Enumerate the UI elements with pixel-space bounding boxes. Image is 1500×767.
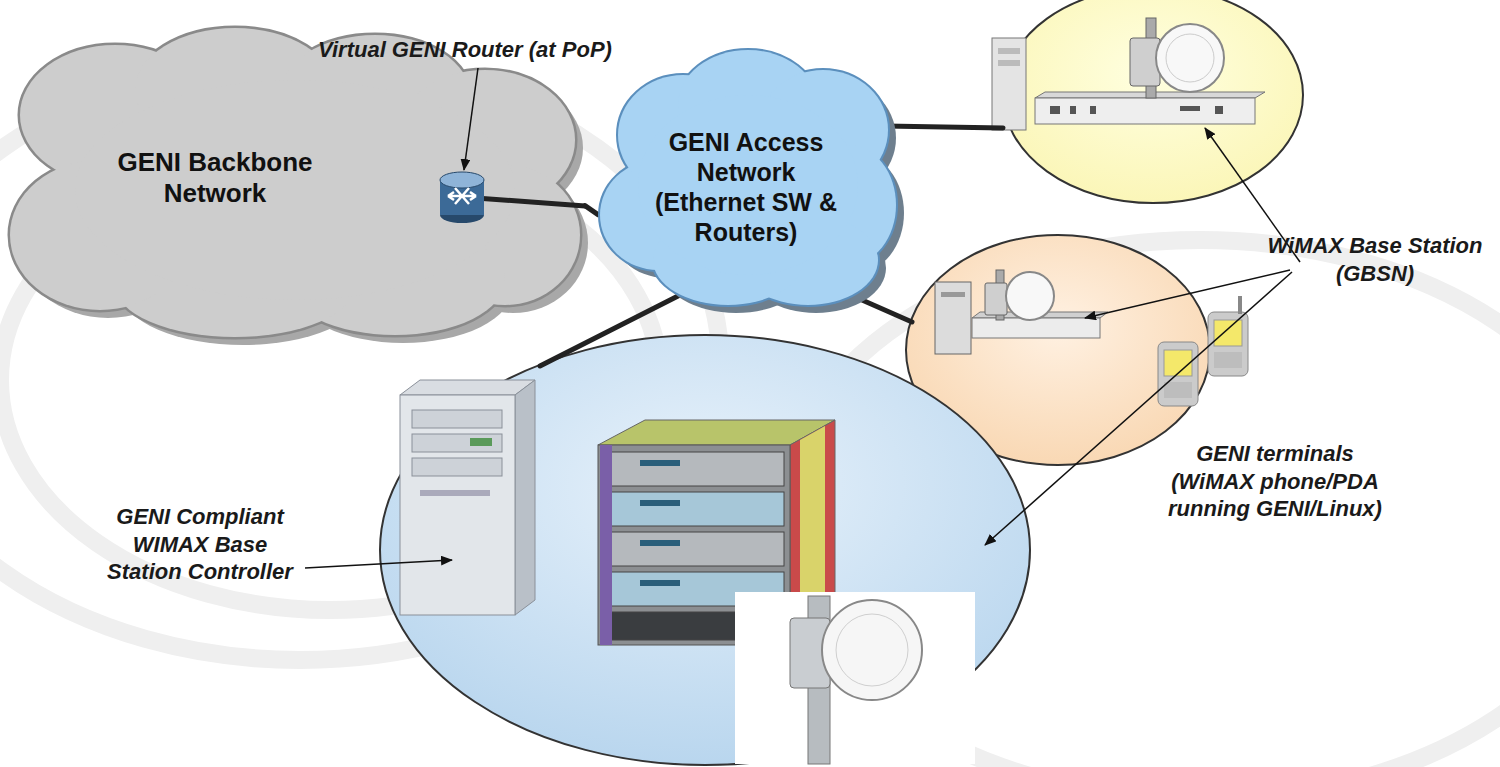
background-swirl	[0, 60, 1500, 767]
callout-label: GENI terminals (WiMAX phone/PDA running …	[1155, 440, 1395, 523]
network-cloud: GENI Backbone Network	[5, 20, 585, 340]
router-icon	[440, 172, 484, 223]
network-cloud: GENI Access Network (Ethernet SW & Route…	[598, 45, 898, 310]
cloud-outline	[5, 20, 585, 340]
cloud-label: GENI Backbone Network	[95, 147, 335, 209]
cloud-label: GENI Access Network (Ethernet SW & Route…	[644, 127, 849, 247]
controller-site	[380, 335, 1030, 765]
base-station-site	[992, 0, 1303, 203]
link-line	[540, 126, 1003, 366]
callout-label: GENI Compliant WIMAX Base Station Contro…	[100, 503, 300, 586]
callout-label: Virtual GENI Router (at PoP)	[300, 36, 630, 64]
callout-arrow	[305, 128, 1300, 568]
callout-label: WiMAX Base Station (GBSN)	[1256, 232, 1494, 287]
